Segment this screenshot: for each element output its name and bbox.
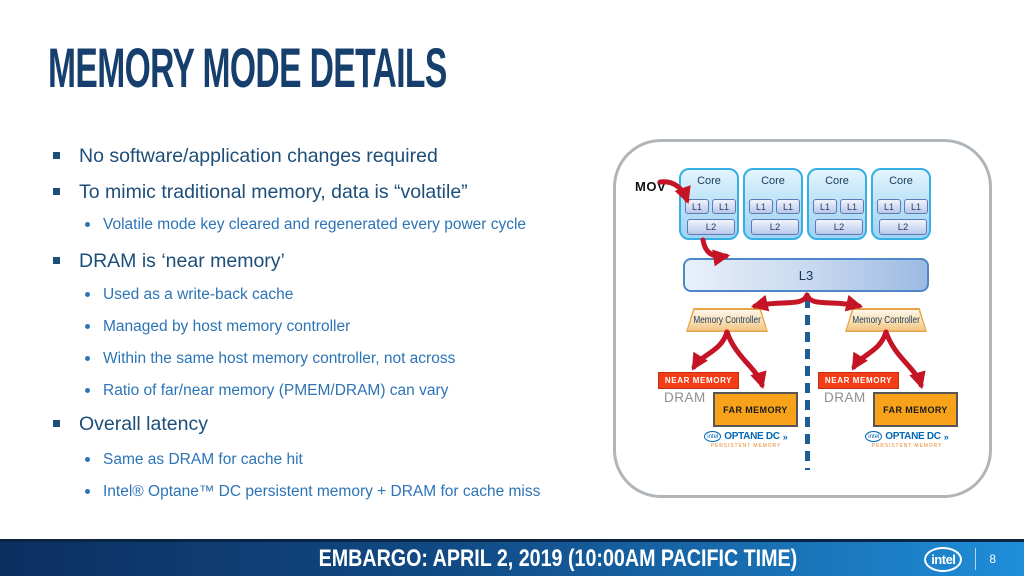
l1-cache-row: L1 L1	[685, 199, 737, 214]
optane-dc-logo: intel OPTANE DC » PERSISTENT MEMORY	[855, 431, 959, 449]
l3-cache: L3	[683, 258, 929, 292]
l2-cache: L2	[687, 219, 735, 235]
sub-bullet-item: Intel® Optane™ DC persistent memory + DR…	[84, 483, 541, 500]
sub-bullet-item: Ratio of far/near memory (PMEM/DRAM) can…	[84, 382, 449, 399]
sub-bullet-item: Same as DRAM for cache hit	[85, 451, 303, 468]
optane-tagline: PERSISTENT MEMORY	[710, 443, 782, 449]
core-box: Core L1 L1 L2	[679, 168, 739, 240]
core-box: Core L1 L1 L2	[743, 168, 803, 240]
l2-cache: L2	[879, 219, 927, 235]
l1-cache-row: L1 L1	[749, 199, 801, 214]
l1-cache-row: L1 L1	[813, 199, 865, 214]
l1-cache: L1	[749, 199, 773, 214]
page-number: 8	[989, 552, 996, 566]
bullet-item: No software/application changes required	[53, 145, 438, 167]
optane-brand-text: OPTANE DC	[885, 431, 941, 442]
l1-cache: L1	[776, 199, 800, 214]
far-memory-box-left: FAR MEMORY	[713, 392, 798, 427]
embargo-footer-bar: EMBARGO: APRIL 2, 2019 (10:00AM PACIFIC …	[0, 539, 1024, 576]
intel-logo-icon: intel	[865, 431, 883, 442]
dram-label: DRAM	[824, 390, 866, 405]
sub-bullet-item: Within the same host memory controller, …	[84, 350, 456, 367]
socket-divider-dashed-line	[805, 298, 810, 470]
optane-dc-logo: intel OPTANE DC » PERSISTENT MEMORY	[694, 431, 798, 449]
near-memory-box-right: NEAR MEMORY	[818, 372, 899, 389]
sub-bullet-item: Volatile mode key cleared and regenerate…	[84, 216, 527, 233]
l1-cache-row: L1 L1	[877, 199, 929, 214]
memory-controller-right: Memory Controller	[845, 308, 927, 332]
l1-cache: L1	[877, 199, 901, 214]
near-memory-box-left: NEAR MEMORY	[658, 372, 739, 389]
l1-cache: L1	[712, 199, 736, 214]
core-box: Core L1 L1 L2	[807, 168, 867, 240]
l2-cache: L2	[751, 219, 799, 235]
memory-controller-label: Memory Controller	[852, 314, 920, 326]
optane-chevron-icon: »	[943, 431, 949, 442]
bullet-item: DRAM is ‘near memory’	[53, 250, 285, 272]
footer-separator	[975, 548, 977, 570]
core-label: Core	[825, 175, 849, 187]
l1-cache: L1	[685, 199, 709, 214]
mov-label: MOV	[635, 179, 667, 194]
optane-tagline: PERSISTENT MEMORY	[871, 443, 943, 449]
l1-cache: L1	[904, 199, 928, 214]
sub-bullet-item: Managed by host memory controller	[84, 318, 351, 335]
footer-right-group: intel 8	[924, 546, 996, 572]
l1-cache: L1	[813, 199, 837, 214]
intel-logo-icon: intel	[704, 431, 722, 442]
bullet-item: To mimic traditional memory, data is “vo…	[53, 181, 468, 203]
l1-cache: L1	[840, 199, 864, 214]
embargo-text: EMBARGO: APRIL 2, 2019 (10:00AM PACIFIC …	[318, 545, 798, 572]
far-memory-label: FAR MEMORY	[723, 404, 788, 415]
core-label: Core	[889, 175, 913, 187]
optane-chevron-icon: »	[782, 431, 788, 442]
far-memory-box-right: FAR MEMORY	[873, 392, 958, 427]
core-label: Core	[697, 175, 721, 187]
dram-label: DRAM	[664, 390, 706, 405]
core-label: Core	[761, 175, 785, 187]
intel-logo: intel	[924, 546, 963, 572]
sub-bullet-item: Used as a write-back cache	[84, 286, 294, 303]
far-memory-label: FAR MEMORY	[883, 404, 948, 415]
optane-brand-text: OPTANE DC	[724, 431, 780, 442]
bullet-item: Overall latency	[53, 413, 208, 435]
memory-controller-label: Memory Controller	[693, 314, 761, 326]
core-box: Core L1 L1 L2	[871, 168, 931, 240]
near-memory-label: NEAR MEMORY	[824, 376, 893, 385]
page-title: MEMORY MODE DETAILS	[48, 36, 447, 99]
memory-controller-left: Memory Controller	[686, 308, 768, 332]
l2-cache: L2	[815, 219, 863, 235]
near-memory-label: NEAR MEMORY	[664, 376, 733, 385]
